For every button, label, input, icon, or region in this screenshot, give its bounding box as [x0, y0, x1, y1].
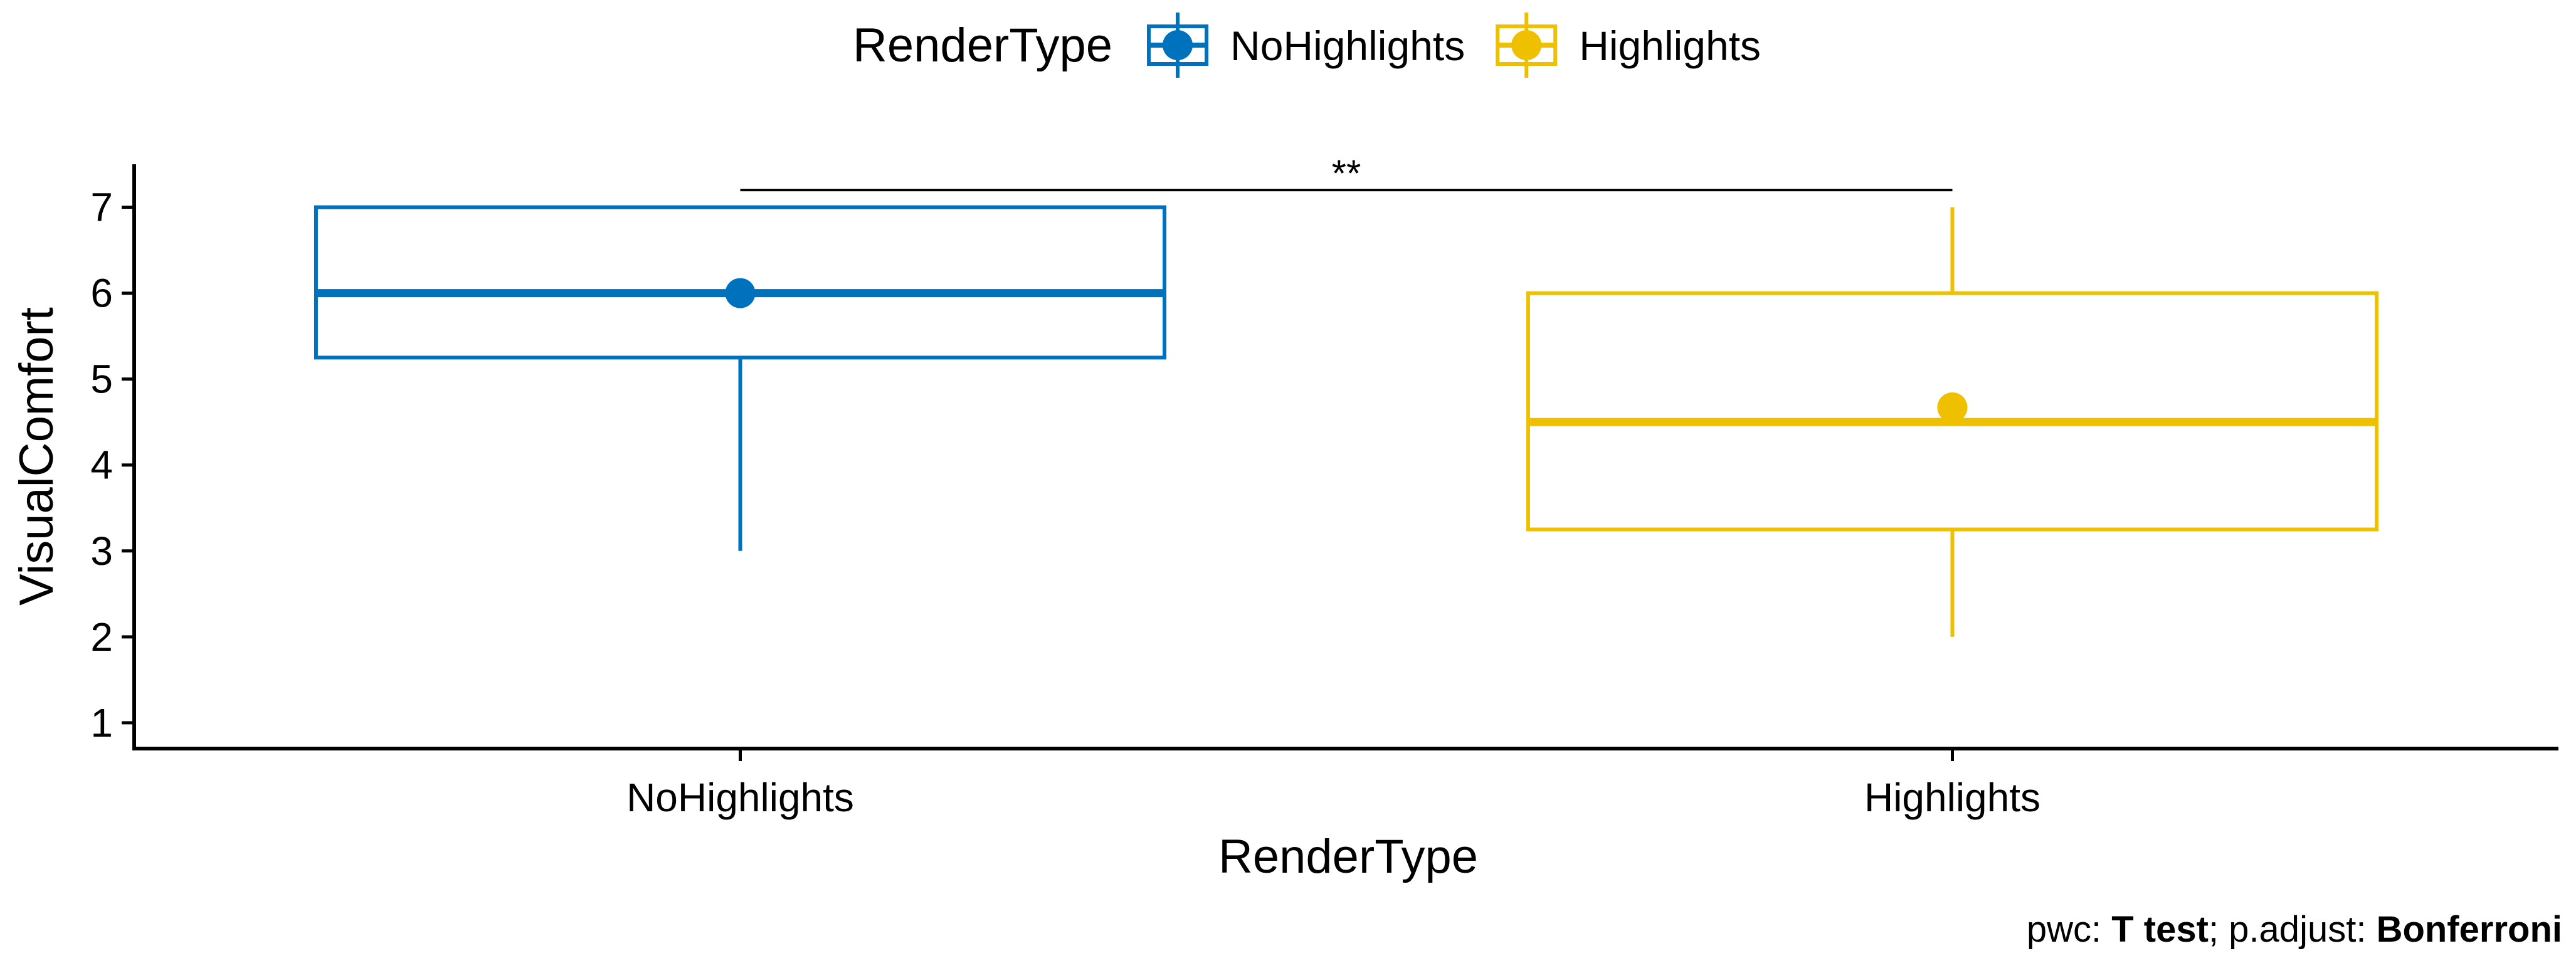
significance-label: **: [1332, 152, 1361, 194]
legend-label: Highlights: [1579, 23, 1761, 69]
x-tick-label: Highlights: [1864, 775, 2040, 820]
x-axis-title: RenderType: [1218, 830, 1478, 883]
y-tick-label: 7: [90, 185, 113, 230]
x-tick-label: NoHighlights: [626, 775, 854, 820]
y-tick-label: 3: [90, 529, 113, 574]
mean-point: [725, 278, 756, 308]
box-nohighlights: [314, 205, 1167, 551]
legend-label: NoHighlights: [1230, 23, 1465, 69]
y-tick-label: 4: [90, 443, 113, 488]
legend-entry-highlights: Highlights: [1496, 13, 1761, 78]
legend-key-point: [1511, 30, 1542, 60]
caption-bold-text: T test: [2111, 909, 2209, 950]
y-tick-label: 1: [90, 700, 113, 745]
y-axis-title: VisualComfort: [10, 307, 63, 606]
legend-entry-nohighlights: NoHighlights: [1147, 13, 1465, 78]
caption-text: ; p.adjust:: [2209, 909, 2377, 950]
legend: RenderType NoHighlights Highlights: [853, 13, 1761, 78]
caption-bold-text: Bonferroni: [2377, 909, 2562, 950]
legend-title: RenderType: [853, 19, 1112, 72]
box-highlights: [1526, 207, 2379, 637]
y-tick-label: 2: [90, 614, 113, 660]
caption: pwc: T test; p.adjust: Bonferroni: [2027, 909, 2562, 950]
y-tick-label: 5: [90, 357, 113, 402]
legend-key-point: [1163, 30, 1193, 60]
y-tick-label: 6: [90, 271, 113, 316]
mean-point: [1937, 392, 1968, 423]
caption-text: pwc:: [2027, 909, 2111, 950]
